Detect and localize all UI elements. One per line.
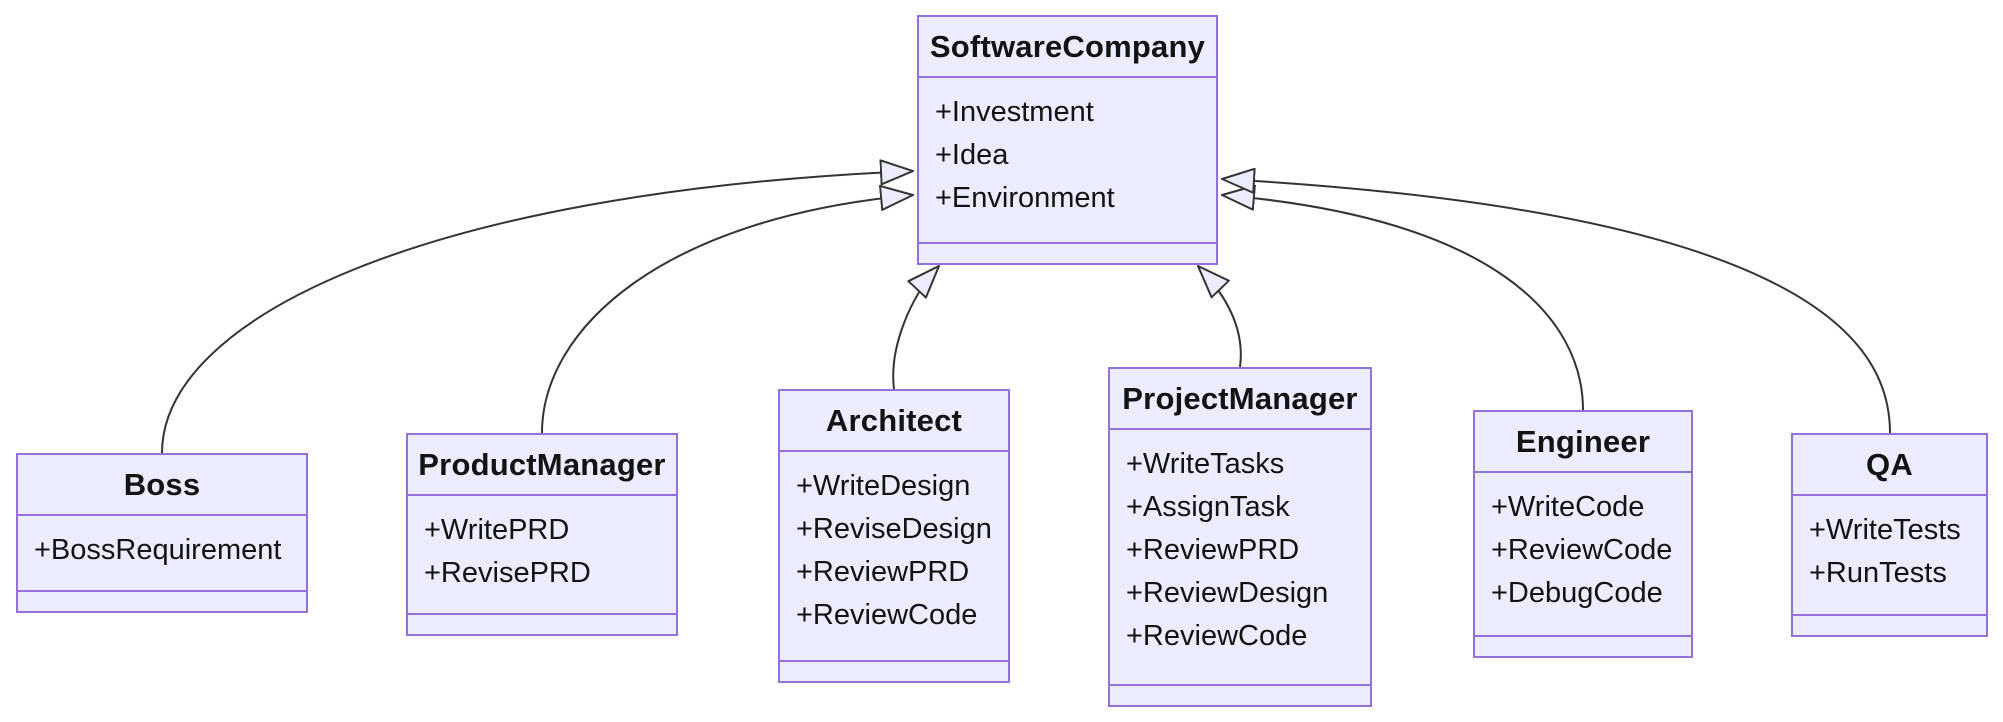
class-methods-empty <box>1110 684 1370 705</box>
class-box-softwarecompany: SoftwareCompany +Investment +Idea +Environ… <box>917 15 1218 265</box>
class-attribute: +ReviewCode <box>1491 534 1673 566</box>
class-attribute: +WriteCode <box>1491 491 1645 523</box>
class-box-architect: Architect +WriteDesign +ReviseDesign +Revi… <box>778 389 1010 683</box>
class-attribute: +RevisePRD <box>424 557 591 589</box>
class-name: Architect <box>780 391 1008 452</box>
class-attribute: +ReviewCode <box>1126 620 1308 652</box>
class-name: Engineer <box>1475 412 1691 473</box>
class-box-qa: QA +WriteTests +RunTests <box>1791 433 1988 637</box>
class-attribute: +WritePRD <box>424 514 570 546</box>
class-attribute: +WriteTasks <box>1126 448 1285 480</box>
class-attribute: +WriteTests <box>1809 514 1961 546</box>
class-attribute: +Idea <box>935 139 1009 171</box>
class-attribute: +AssignTask <box>1126 491 1290 523</box>
class-box-projectmanager: ProjectManager +WriteTasks +AssignTask +Re… <box>1108 367 1372 707</box>
class-name: ProjectManager <box>1110 369 1370 430</box>
class-name: Boss <box>18 455 306 516</box>
class-attribute: +ReviewPRD <box>796 556 970 588</box>
class-box-boss: Boss +BossRequirement <box>16 453 308 613</box>
class-attributes: +WritePRD +RevisePRD <box>408 496 676 613</box>
class-attribute: +Environment <box>935 182 1115 214</box>
class-attribute: +ReviewPRD <box>1126 534 1300 566</box>
class-attribute: +WriteDesign <box>796 470 971 502</box>
class-box-productmanager: ProductManager +WritePRD +RevisePRD <box>406 433 678 636</box>
class-attributes: +WriteDesign +ReviseDesign +ReviewPRD +Revi… <box>780 452 1008 660</box>
class-attribute: +BossRequirement <box>34 534 282 566</box>
class-attributes: +WriteCode +ReviewCode +DebugCode <box>1475 473 1691 635</box>
class-methods-empty <box>1793 614 1986 635</box>
class-box-engineer: Engineer +WriteCode +ReviewCode +DebugCode <box>1473 410 1693 658</box>
class-attribute: +ReviewDesign <box>1126 577 1329 609</box>
class-attributes: +BossRequirement <box>18 516 306 590</box>
class-attributes: +WriteTests +RunTests <box>1793 496 1986 614</box>
edge-boss-to-softwarecompany <box>161 171 913 454</box>
class-attributes: +WriteTasks +AssignTask +ReviewPRD +ReviewD… <box>1110 430 1370 684</box>
class-attribute: +DebugCode <box>1491 577 1663 609</box>
class-methods-empty <box>408 613 676 634</box>
class-methods-empty <box>919 242 1216 263</box>
class-attribute: +Investment <box>935 96 1094 128</box>
edge-productmanager-to-softwarecompany <box>541 195 913 434</box>
edge-qa-to-softwarecompany <box>1222 179 1891 434</box>
class-methods-empty <box>18 590 306 611</box>
class-methods-empty <box>780 660 1008 681</box>
edge-architect-to-softwarecompany <box>892 266 939 390</box>
class-attribute: +ReviewCode <box>796 599 978 631</box>
class-methods-empty <box>1475 635 1691 656</box>
class-name: QA <box>1793 435 1986 496</box>
edge-projectmanager-to-softwarecompany <box>1198 266 1242 368</box>
class-name: SoftwareCompany <box>919 17 1216 78</box>
edge-engineer-to-softwarecompany <box>1222 195 1584 411</box>
class-attributes: +Investment +Idea +Environment <box>919 78 1216 242</box>
class-attribute: +ReviseDesign <box>796 513 992 545</box>
class-attribute: +RunTests <box>1809 557 1947 589</box>
class-name: ProductManager <box>408 435 676 496</box>
